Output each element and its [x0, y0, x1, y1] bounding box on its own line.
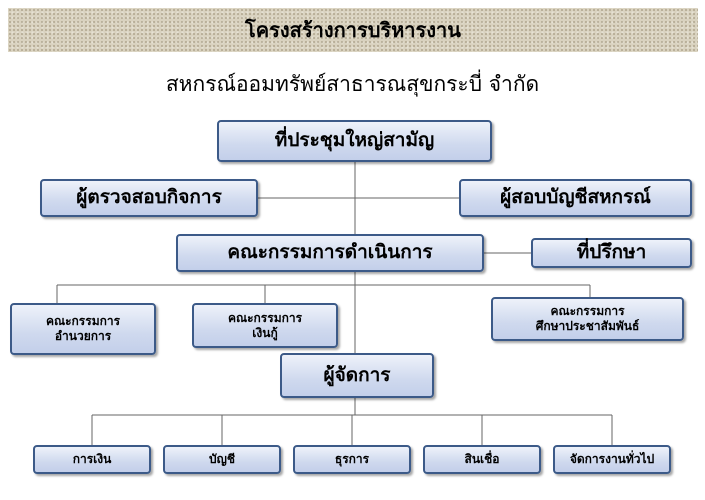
- admin-committee-box: คณะกรรมการ อำนวยการ: [10, 303, 156, 355]
- general-meeting-label: ที่ประชุมใหญ่สามัญ: [274, 129, 435, 152]
- education-committee-line1: คณะกรรมการ: [550, 304, 625, 318]
- inspector-box: ผู้ตรวจสอบกิจการ: [40, 179, 258, 217]
- education-committee-line2: ศึกษาประชาสัมพันธ์: [535, 319, 640, 333]
- advisor-label: ที่ปรึกษา: [576, 241, 647, 264]
- title-banner: โครงสร้างการบริหารงาน: [8, 8, 698, 52]
- board-box: คณะกรรมการดำเนินการ: [176, 234, 484, 272]
- advisor-box: ที่ปรึกษา: [531, 238, 692, 268]
- loan-committee-line2: เงินกู้: [252, 325, 278, 340]
- page-title: โครงสร้างการบริหารงาน: [245, 18, 461, 42]
- credit-label: สินเชื่อ: [464, 452, 500, 466]
- loan-committee-line1: คณะกรรมการ: [227, 310, 303, 325]
- inspector-label: ผู้ตรวจสอบกิจการ: [76, 186, 222, 209]
- admin-committee-line2: อำนวยการ: [54, 329, 112, 343]
- general-management-label: จัดการงานทั่วไป: [569, 452, 655, 466]
- manager-label: ผู้จัดการ: [323, 363, 391, 386]
- auditor-box: ผู้สอบบัญชีสหกรณ์: [459, 179, 692, 217]
- board-label: คณะกรรมการดำเนินการ: [227, 241, 433, 264]
- general-management-box: จัดการงานทั่วไป: [553, 445, 671, 474]
- finance-label: การเงิน: [72, 452, 112, 466]
- education-committee-box: คณะกรรมการ ศึกษาประชาสัมพันธ์: [491, 297, 684, 341]
- loan-committee-box: คณะกรรมการ เงินกู้: [192, 303, 338, 348]
- clerical-label: ธุรการ: [334, 452, 370, 466]
- organization-name: สหกรณ์ออมทรัพย์สาธารณสุขกระบี่ จำกัด: [165, 72, 540, 96]
- accounting-label: บัญชี: [209, 452, 235, 466]
- accounting-box: บัญชี: [163, 445, 281, 474]
- auditor-label: ผู้สอบบัญชีสหกรณ์: [500, 186, 651, 209]
- general-meeting-box: ที่ประชุมใหญ่สามัญ: [217, 120, 492, 162]
- clerical-box: ธุรการ: [293, 445, 411, 474]
- admin-committee-line1: คณะกรรมการ: [45, 314, 121, 328]
- finance-box: การเงิน: [33, 445, 151, 474]
- credit-box: สินเชื่อ: [423, 445, 541, 474]
- manager-box: ผู้จัดการ: [280, 353, 434, 398]
